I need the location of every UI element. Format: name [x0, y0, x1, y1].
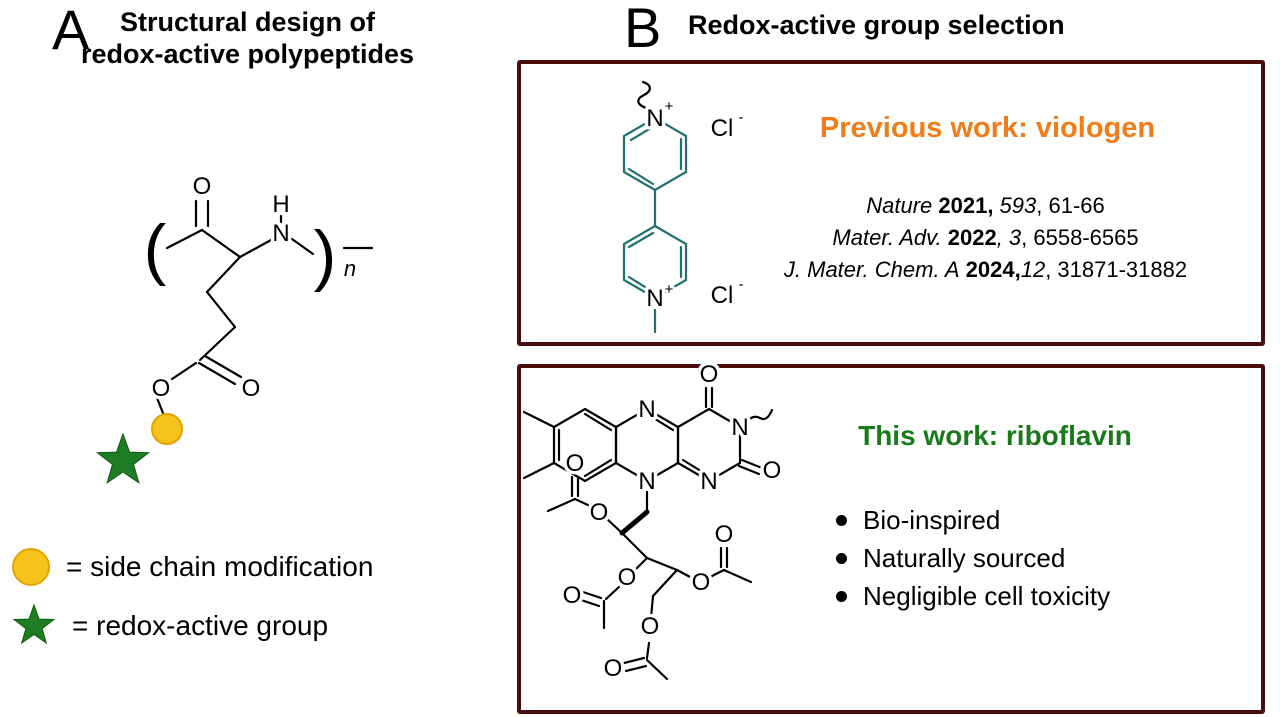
previous-work-heading: Previous work: viologen: [819, 112, 1156, 144]
bullet-list: Bio-inspired Naturally sourced Negligibl…: [836, 505, 1110, 619]
reference-list: Nature 2021, 593, 61-66 Mater. Adv. 2022…: [728, 190, 1243, 286]
reference-journal: Mater. Adv.: [832, 224, 942, 250]
legend-redox-text: = redox-active group: [72, 610, 329, 641]
panel-a-label: A: [52, 0, 90, 61]
yellow-circle-icon: [12, 548, 50, 586]
panel-a-title-line2: redox-active polypeptides: [80, 39, 415, 70]
bullet-text: Naturally sourced: [863, 543, 1066, 573]
redox-group-star: [95, 432, 151, 484]
carbonyl-oxygen-label: O: [193, 173, 212, 200]
bullet-dot-icon: [836, 591, 847, 602]
ester-carbonyl-oxygen-label: O: [242, 375, 261, 402]
reference-year: 2024,: [959, 256, 1021, 282]
ester-oxygen-label: O: [152, 375, 171, 402]
legend-side-chain-text: = side chain modification: [66, 551, 374, 582]
close-paren: ): [314, 217, 337, 293]
amide-hydrogen-label: H: [272, 191, 289, 218]
legend-side-chain: = side chain modification: [12, 548, 373, 586]
polypeptide-structure: ( ) n O N H O O: [95, 170, 374, 484]
reference-volume: , 3: [996, 224, 1022, 250]
green-star-icon: [12, 604, 56, 645]
reference-journal: Nature: [866, 193, 933, 218]
reference-pages: , 6558-6565: [1021, 224, 1139, 250]
reference-1: Nature 2021, 593, 61-66: [728, 190, 1243, 222]
side-chain-modification-circle: [151, 413, 183, 445]
bullet-item-naturally-sourced: Naturally sourced: [836, 543, 1110, 574]
reference-year: 2022: [941, 224, 997, 250]
reference-pages: , 61-66: [1036, 193, 1105, 218]
panel-b-label: B: [624, 0, 662, 59]
bullet-text: Negligible cell toxicity: [863, 581, 1111, 611]
panel-a-title: Structural design of redox-active polype…: [30, 6, 465, 71]
reference-3: J. Mater. Chem. A 2024,12, 31871-31882: [728, 254, 1243, 286]
repeat-subscript-n: n: [344, 256, 356, 281]
bullet-dot-icon: [836, 553, 847, 564]
star-shape: [12, 604, 56, 645]
side-chain-bonds: [155, 255, 243, 415]
viologen-box: [517, 60, 1265, 346]
bullet-item-bio-inspired: Bio-inspired: [836, 505, 1110, 536]
panel-b-title: Redox-active group selection: [688, 10, 1065, 40]
reference-pages: , 31871-31882: [1045, 256, 1188, 282]
riboflavin-box: [517, 364, 1265, 714]
reference-journal: J. Mater. Chem. A: [783, 256, 960, 282]
reference-volume: 593: [999, 193, 1037, 218]
reference-2: Mater. Adv. 2022, 3, 6558-6565: [728, 222, 1243, 254]
this-work-heading: This work: riboflavin: [858, 420, 1132, 451]
open-paren: (: [144, 211, 167, 287]
amide-nitrogen-label: N: [272, 220, 289, 247]
reference-year: 2021,: [932, 193, 1000, 218]
panel-a-title-line1: Structural design of: [119, 7, 376, 37]
bullet-text: Bio-inspired: [863, 505, 1001, 535]
bullet-dot-icon: [836, 515, 847, 526]
backbone-bonds: [165, 199, 374, 259]
bullet-item-cell-toxicity: Negligible cell toxicity: [836, 581, 1110, 612]
legend: = side chain modification = redox-active…: [12, 548, 373, 666]
legend-redox-group: = redox-active group: [12, 604, 373, 648]
reference-volume: 12: [1020, 256, 1046, 282]
